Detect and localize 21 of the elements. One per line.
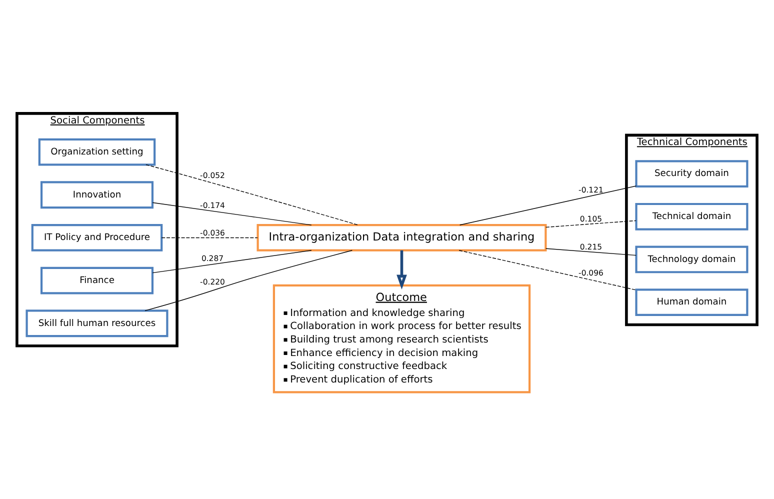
node-box: Innovation bbox=[40, 180, 154, 208]
node-box: Technology domain bbox=[635, 245, 748, 273]
node-box: Skill full human resources bbox=[26, 309, 168, 337]
connector bbox=[546, 220, 636, 228]
node-box: Finance bbox=[40, 266, 154, 294]
node-box: Intra-organization Data integration and sharing bbox=[256, 224, 547, 251]
node-box: IT Policy and Procedure bbox=[31, 224, 163, 251]
node-box: Human domain bbox=[635, 288, 748, 316]
connector bbox=[144, 250, 353, 311]
node-box: Security domain bbox=[635, 160, 748, 187]
arrow bbox=[396, 250, 407, 290]
connector bbox=[146, 164, 359, 225]
connector bbox=[161, 236, 258, 238]
connector bbox=[152, 202, 312, 225]
connector bbox=[152, 250, 312, 273]
connector bbox=[458, 250, 637, 290]
node-box: Outcome Information and knowledge sharing Collaboration in work process for better results Building trust among research scientists Enhance efficiency in decision making Soliciting constructive feedback Prevent duplication of efforts bbox=[272, 284, 531, 393]
node-box: Technical domain bbox=[635, 202, 748, 230]
connector bbox=[459, 185, 637, 225]
connector bbox=[546, 248, 636, 256]
node-box: Organization setting bbox=[38, 138, 156, 166]
